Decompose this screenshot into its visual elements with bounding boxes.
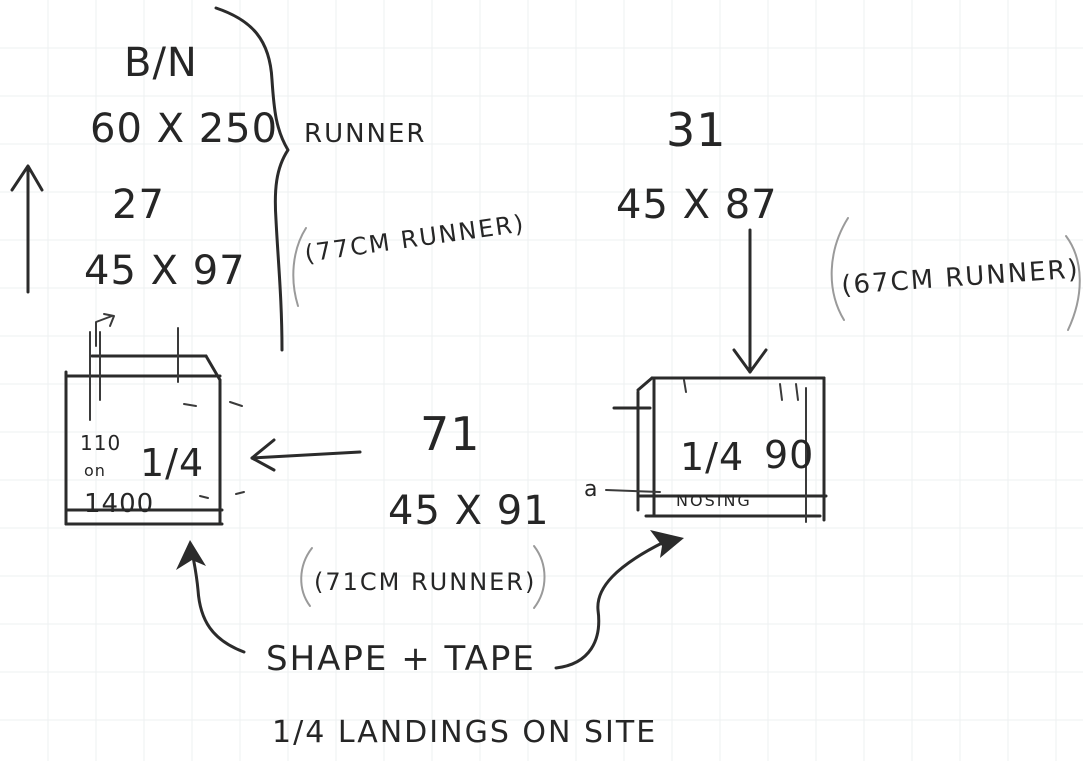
step-31-dims: 45 X 87 (616, 182, 778, 228)
left-landing-1400: 1400 (84, 489, 154, 519)
left-arrow-icon (250, 438, 362, 472)
paren-67-close (1065, 235, 1081, 331)
left-landing-fraction: 1/4 (140, 441, 204, 485)
runner-77-label: (77CM RUNNER) (303, 209, 527, 268)
step-27-ref: 27 (112, 182, 165, 228)
right-landing-90: 90 (764, 433, 814, 477)
paren-71-close (533, 545, 546, 609)
runner-67-label: (67CM RUNNER) (840, 254, 1080, 301)
curved-arrow-right (554, 530, 684, 670)
curly-brace (214, 6, 290, 352)
left-landing-box (64, 313, 245, 526)
curved-arrow-left (176, 540, 246, 654)
down-arrow-icon (732, 228, 768, 374)
right-landing-nosing: NOSING (676, 491, 752, 510)
top-flight-dims: 60 X 250 (90, 106, 278, 152)
step-31-ref: 31 (666, 103, 727, 157)
right-landing-fraction: 1/4 (680, 435, 744, 479)
right-landing-box (605, 376, 828, 523)
paren-71 (300, 547, 313, 607)
runner-71-label: (71CM RUNNER) (314, 568, 536, 596)
left-landing-110: 110 (80, 431, 121, 455)
top-flight-ref: B/N (124, 40, 198, 86)
up-arrow-icon (10, 164, 44, 294)
step-71-dims: 45 X 91 (388, 488, 550, 534)
right-small-a: a (584, 477, 598, 502)
top-runner-label: RUNNER (304, 119, 427, 149)
step-71-ref: 71 (420, 407, 481, 461)
shape-tape-label: SHAPE + TAPE (266, 639, 536, 679)
paren-77 (292, 227, 307, 307)
paren-67 (830, 217, 849, 321)
left-landing-on: on (84, 461, 106, 480)
landings-note: 1/4 LANDINGS ON SITE (272, 715, 657, 750)
step-27-dims: 45 X 97 (84, 248, 246, 294)
